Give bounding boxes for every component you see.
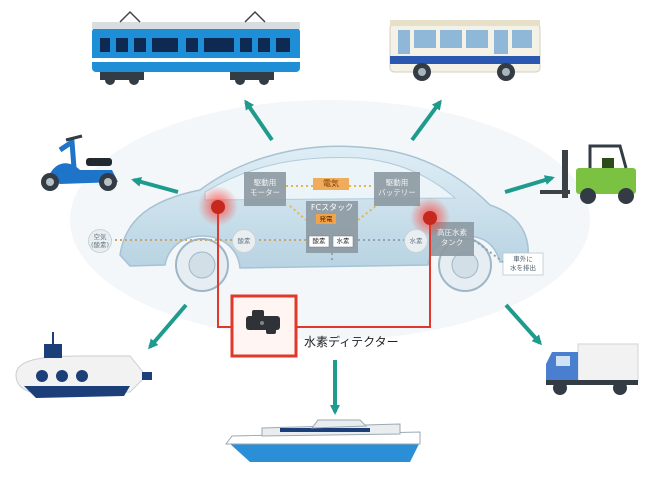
generation-label: 発電 — [319, 215, 333, 223]
bus-illustration — [389, 20, 541, 81]
hydrogen-chip-label: 水素 — [336, 237, 350, 245]
motor-box — [244, 172, 286, 206]
scooter-illustration — [41, 134, 118, 191]
truck-illustration — [546, 343, 639, 395]
ship-illustration — [225, 419, 421, 462]
oxygen-node: 酸素 — [232, 229, 256, 253]
hydrogen-chip — [332, 235, 354, 248]
oxygen-chip-label: 酸素 — [312, 237, 326, 245]
battery-box — [374, 172, 420, 206]
connector-left — [217, 214, 236, 328]
air-in-node: 空気 (酸素) — [88, 229, 112, 253]
application-arrows — [131, 99, 555, 415]
detector-label: 水素ディテクター — [304, 335, 399, 349]
connector-right — [297, 225, 431, 328]
sensor-left — [211, 200, 225, 214]
detector-device — [246, 310, 280, 334]
power-label: 電気 — [323, 179, 339, 188]
fc-stack-label: FCスタック — [310, 203, 354, 212]
forklift-illustration — [540, 144, 636, 204]
battery-label: 駆動用 バッテリー — [378, 178, 416, 197]
exhaust-label: 車外に 水を排出 — [510, 255, 536, 272]
sensor-right — [423, 211, 437, 225]
hydrogen-node: 水素 — [404, 229, 428, 253]
motor-label: 駆動用 モーター — [250, 178, 280, 197]
hydrogen-tank-label: 高圧水素 タンク — [437, 228, 467, 247]
exhaust-box — [502, 252, 544, 276]
oxygen-chip — [308, 235, 330, 248]
submarine-illustration — [15, 332, 152, 398]
power-chip — [313, 178, 349, 190]
generation-chip — [316, 214, 336, 224]
train-illustration — [92, 10, 300, 85]
